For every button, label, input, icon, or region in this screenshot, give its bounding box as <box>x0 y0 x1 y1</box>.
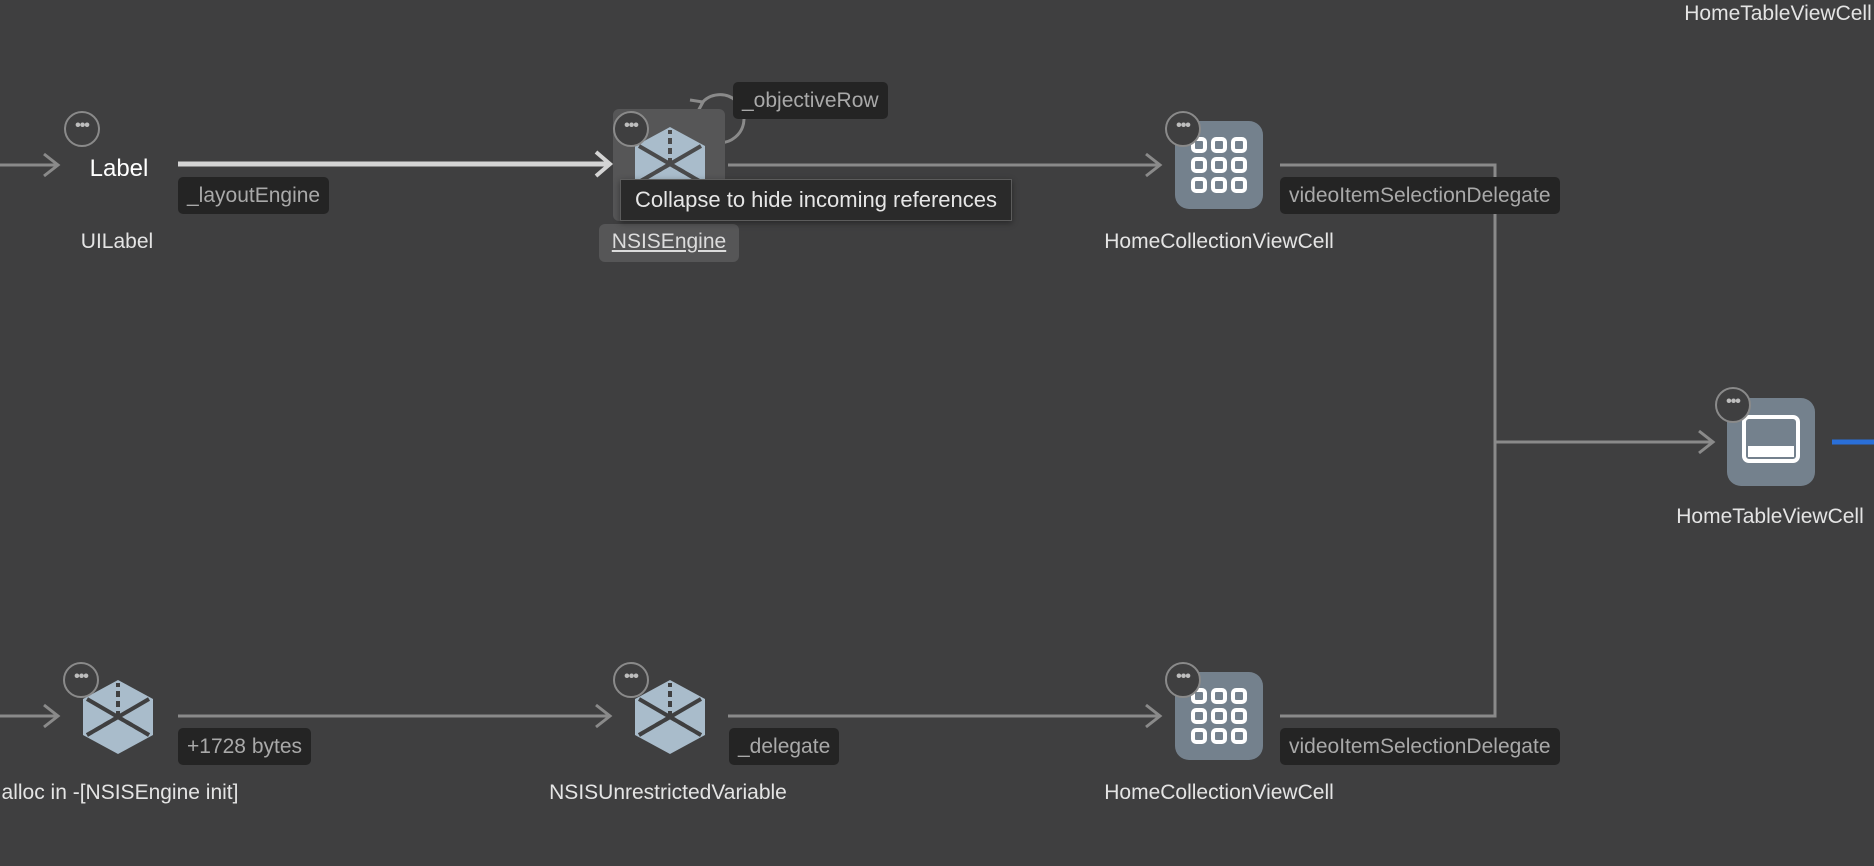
collection-bottom-type[interactable]: HomeCollectionViewCell <box>1104 781 1334 804</box>
collection-cell-top-tile[interactable] <box>1175 121 1263 209</box>
engine-type-highlight <box>599 224 739 262</box>
edge-layout-engine[interactable] <box>178 150 614 178</box>
label-node-more-button[interactable]: ••• <box>64 111 100 147</box>
edge-label-video-delegate-top: videoItemSelectionDelegate <box>1280 177 1560 214</box>
edge-label-layout-engine: _layoutEngine <box>178 177 330 214</box>
table-cell-type[interactable]: HomeTableViewCell <box>1676 505 1864 528</box>
engine-type-link[interactable]: NSISEngine <box>611 230 727 253</box>
cube-icon <box>83 680 153 754</box>
edge-into-malloc <box>0 703 61 729</box>
table-cell-icon <box>1742 415 1800 463</box>
collection-bottom-more-button[interactable]: ••• <box>1165 662 1201 698</box>
edge-collection-bottom-to-table[interactable] <box>1280 442 1497 718</box>
edge-label-bytes: +1728 bytes <box>178 728 312 765</box>
variable-type[interactable]: NSISUnrestrictedVariable <box>549 781 787 804</box>
edge-label-delegate: _delegate <box>729 728 840 765</box>
collection-top-more-button[interactable]: ••• <box>1165 111 1201 147</box>
edge-malloc-to-variable[interactable] <box>178 703 613 729</box>
variable-more-button[interactable]: ••• <box>613 662 649 698</box>
table-cell-more-button[interactable]: ••• <box>1715 387 1751 423</box>
label-node-title: Label <box>89 155 149 182</box>
edge-collection-top-to-table[interactable] <box>1280 163 1497 442</box>
edge-into-label <box>0 152 61 178</box>
table-cell-top-type[interactable]: HomeTableViewCell <box>1684 2 1872 25</box>
collapse-tooltip: Collapse to hide incoming references <box>620 179 1012 221</box>
label-node-type[interactable]: UILabel <box>80 230 154 253</box>
edge-into-table-cell[interactable] <box>1495 429 1716 455</box>
engine-node-type[interactable]: NSISEngine <box>612 230 726 254</box>
malloc-more-button[interactable]: ••• <box>63 662 99 698</box>
grid-icon <box>1191 688 1247 744</box>
edge-label-video-delegate-bottom: videoItemSelectionDelegate <box>1280 728 1560 765</box>
edge-engine-to-collection[interactable] <box>728 152 1163 178</box>
malloc-type[interactable]: alloc in -[NSISEngine init] <box>1 781 239 804</box>
cube-icon <box>635 680 705 754</box>
collection-top-type[interactable]: HomeCollectionViewCell <box>1104 230 1334 253</box>
edge-label-objective-row: _objectiveRow <box>733 82 888 119</box>
grid-icon <box>1191 137 1247 193</box>
edge-variable-to-collection[interactable] <box>728 703 1163 729</box>
engine-node-more-button[interactable]: ••• <box>613 111 649 147</box>
